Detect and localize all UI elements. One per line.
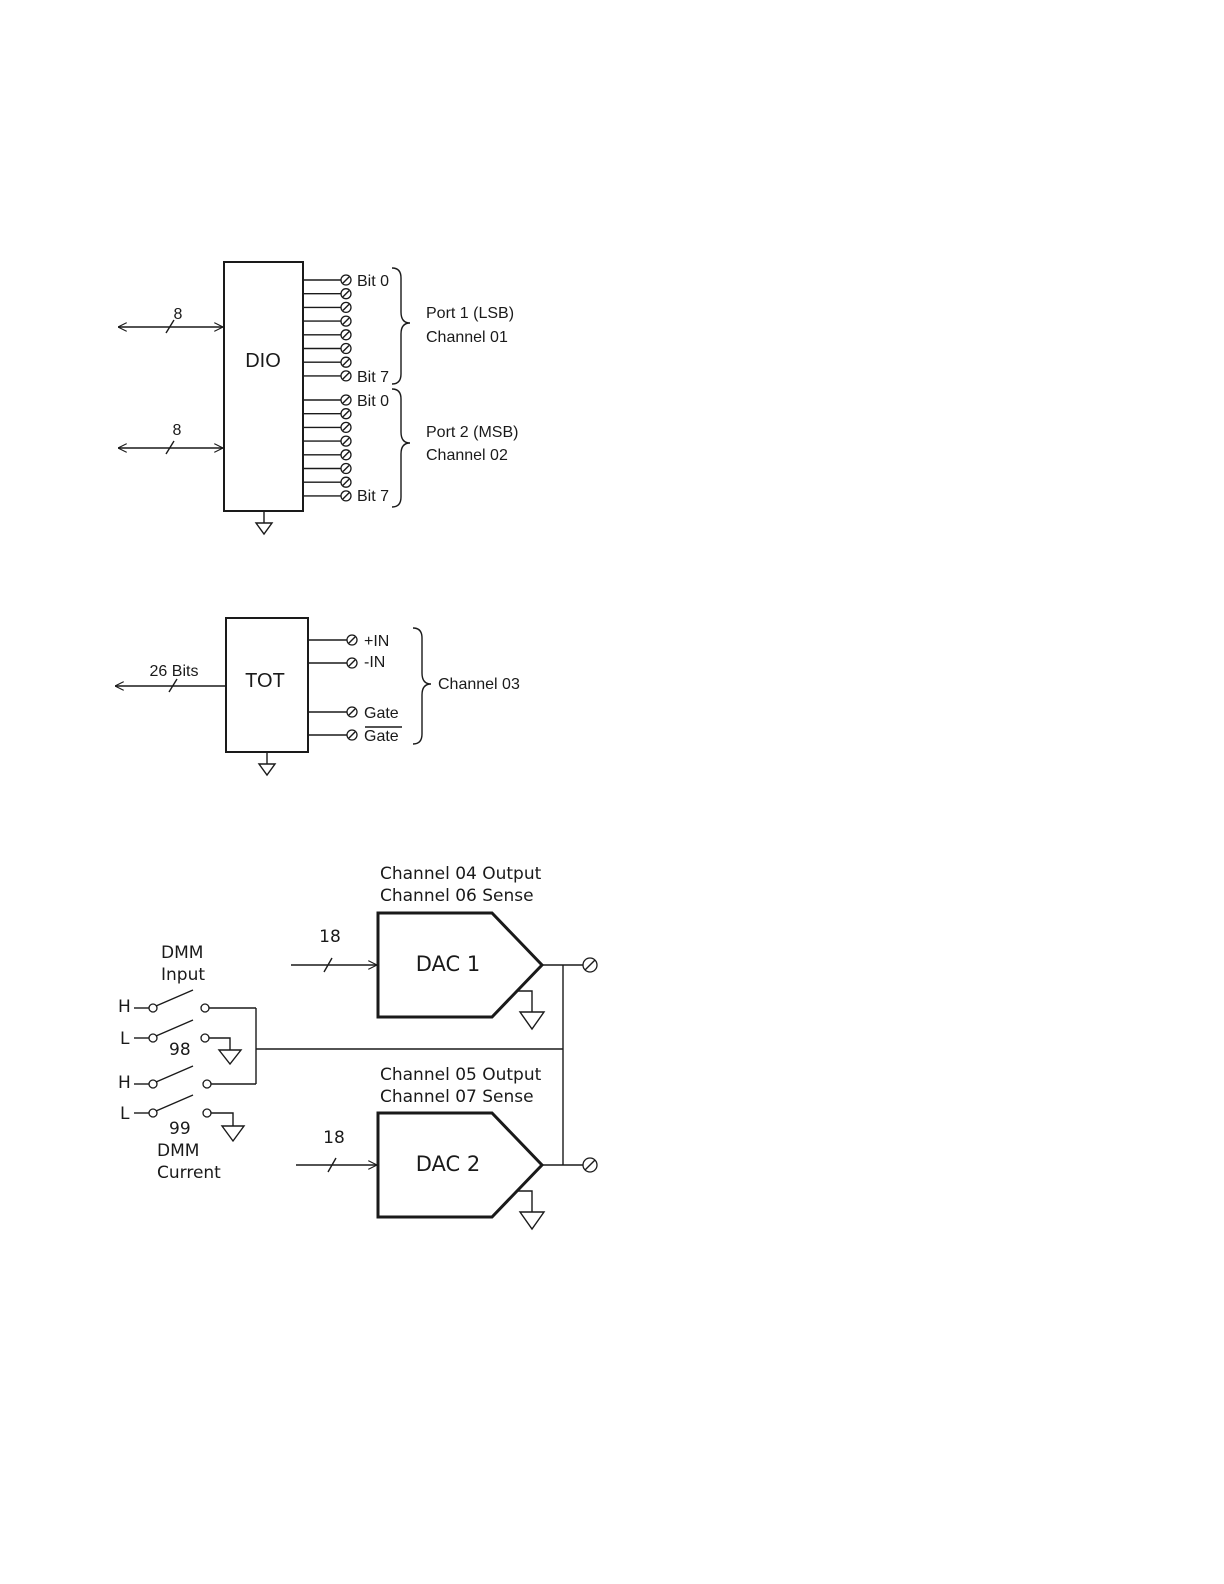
port1-last-bit-label: Bit 7 [357, 369, 389, 386]
dmm-input-high-label: H [118, 997, 131, 1017]
port2-bit-4-terminal [303, 450, 351, 460]
dio-ground-symbol [256, 511, 272, 534]
dio-block [224, 262, 303, 511]
port2-bit-2-terminal [303, 422, 351, 432]
port2-bit-1-terminal [303, 409, 351, 419]
dac1-output-channel: Channel 04 Output [380, 864, 542, 884]
port1-first-bit-label: Bit 0 [357, 273, 389, 290]
port1-bit-7-terminal [303, 371, 351, 381]
port1-bit-3-terminal [303, 316, 351, 326]
port2-first-bit-label: Bit 0 [357, 393, 389, 410]
port2-last-bit-label: Bit 7 [357, 488, 389, 505]
dmm-input-low-label: L [120, 1029, 130, 1049]
tot-bus-label: 26 Bits [150, 663, 199, 680]
port1-bit-6-terminal [303, 357, 351, 367]
dmm-input-label-line1: DMM [161, 943, 203, 963]
port1-bit-5-terminal [303, 344, 351, 354]
dac2-output-channel: Channel 05 Output [380, 1065, 542, 1085]
port1-brace [392, 268, 410, 384]
dac-section: Channel 04 Output Channel 06 Sense DAC 1… [118, 864, 597, 1229]
dac2-bus-width: 18 [323, 1128, 345, 1148]
dac1-block-label: DAC 1 [416, 952, 481, 976]
dmm-input-label-line2: Input [161, 965, 205, 985]
port1-name: Port 1 (LSB) [426, 305, 514, 322]
dac1-sense-channel: Channel 06 Sense [380, 886, 534, 906]
tot-label-in-plus: +IN [364, 633, 389, 650]
dmm-current-label-line1: DMM [157, 1141, 199, 1161]
dac1-bus-width: 18 [319, 927, 341, 947]
tot-block-label: TOT [245, 670, 285, 692]
tot-ground-symbol [259, 752, 275, 775]
tot-label-gate-bar: Gate [364, 728, 399, 745]
port1-bit-2-terminal [303, 302, 351, 312]
tot-terminal-gate-bar [308, 730, 357, 740]
port2-name: Port 2 (MSB) [426, 424, 518, 441]
dio-block-label: DIO [245, 350, 281, 372]
dac2-ground-symbol [516, 1191, 544, 1229]
port1-bit-1-terminal [303, 289, 351, 299]
dmm-input-high-switch [134, 990, 256, 1012]
dio-bit-lines [303, 275, 351, 501]
tot-label-in-minus: -IN [364, 654, 385, 671]
dio-section: DIO 8 8 Bit 0 Bit 7 Bit 0 Bit 7 Port 1 (… [118, 262, 518, 534]
port2-bit-3-terminal [303, 436, 351, 446]
dmm-input-switch-number: 98 [169, 1040, 191, 1060]
dmm-current-label-line2: Current [157, 1163, 221, 1183]
port2-bit-0-terminal [303, 395, 351, 405]
port1-bit-4-terminal [303, 330, 351, 340]
port1-channel: Channel 01 [426, 329, 508, 346]
port2-channel: Channel 02 [426, 447, 508, 464]
dmm-current-switch-number: 99 [169, 1119, 191, 1139]
dac2-output-terminal [583, 1158, 597, 1172]
tot-terminal-gate [308, 707, 357, 717]
tot-terminal-in-minus [308, 658, 357, 668]
dac2-sense-channel: Channel 07 Sense [380, 1087, 534, 1107]
port1-bit-0-terminal [303, 275, 351, 285]
port2-bit-6-terminal [303, 477, 351, 487]
dmm-current-high-switch [134, 1066, 256, 1088]
dmm-current-high-label: H [118, 1073, 131, 1093]
tot-terminal-in-plus [308, 635, 357, 645]
dio-bus-width-2: 8 [173, 422, 182, 439]
port2-bit-5-terminal [303, 464, 351, 474]
tot-section: TOT 26 Bits +IN -IN Gate Gate [115, 618, 520, 775]
port2-brace [392, 389, 410, 507]
dac1-ground-symbol [516, 991, 544, 1029]
dac2-block-label: DAC 2 [416, 1152, 481, 1176]
tot-channel: Channel 03 [438, 676, 520, 693]
tot-label-gate: Gate [364, 705, 399, 722]
port2-bit-7-terminal [303, 491, 351, 501]
dio-bus-width-1: 8 [174, 306, 183, 323]
tot-brace [413, 628, 431, 744]
dmm-current-low-label: L [120, 1104, 130, 1124]
dac1-output-terminal [583, 958, 597, 972]
